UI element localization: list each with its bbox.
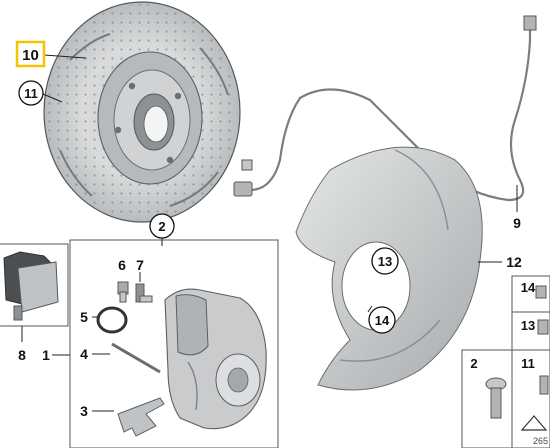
callout-3-label: 3 — [80, 403, 88, 419]
callout-12-label: 12 — [506, 254, 522, 270]
table-callout-11-label: 11 — [521, 356, 535, 371]
callout-1-label: 1 — [42, 347, 50, 363]
dust-cap — [135, 283, 153, 303]
sealing-ring — [96, 306, 128, 334]
table-callout-14: 14 — [521, 280, 547, 299]
guide-pin — [111, 342, 161, 374]
callout-13-label: 13 — [378, 254, 392, 269]
callout-7-label: 7 — [136, 257, 144, 273]
callout-10[interactable]: 10 — [15, 40, 87, 68]
callout-13[interactable]: 13 — [371, 247, 399, 275]
table-callout-13-label: 13 — [521, 318, 535, 333]
table-callout-2-label: 2 — [470, 356, 477, 371]
fastener-table — [461, 275, 550, 448]
callout-4-label: 4 — [80, 346, 88, 362]
callout-4[interactable]: 4 — [80, 346, 110, 362]
callout-7[interactable]: 7 — [136, 257, 144, 282]
callout-6-label: 6 — [118, 257, 126, 273]
callout-2[interactable]: 2 — [149, 213, 175, 246]
callout-10-label: 10 — [22, 47, 39, 64]
torque-icon — [520, 415, 548, 431]
table-callout-11: 11 — [521, 356, 549, 395]
caliper-frame — [69, 239, 279, 448]
callout-3[interactable]: 3 — [80, 403, 114, 419]
callout-11[interactable]: 11 — [18, 80, 63, 106]
callout-8[interactable]: 8 — [18, 326, 26, 363]
brake-caliper — [164, 288, 267, 430]
callout-1[interactable]: 1 — [42, 347, 70, 363]
callout-14-label: 14 — [375, 313, 390, 328]
callout-9-label: 9 — [513, 215, 521, 231]
spring-clip — [117, 397, 165, 437]
table-callout-2: 2 — [470, 356, 507, 419]
callout-11-label: 11 — [24, 86, 38, 101]
brake-disc — [43, 1, 241, 223]
callout-5-label: 5 — [80, 309, 88, 325]
callout-6[interactable]: 6 — [118, 257, 126, 273]
table-callout-14-label: 14 — [521, 280, 536, 295]
table-callout-13: 13 — [521, 318, 549, 335]
callout-14[interactable]: 14 — [367, 305, 396, 334]
callout-8-label: 8 — [18, 347, 26, 363]
callout-2-label: 2 — [158, 219, 165, 234]
bleeder-valve — [117, 281, 129, 303]
callout-12[interactable]: 12 — [478, 254, 522, 270]
drawing-number: 265 — [533, 436, 548, 446]
callout-9[interactable]: 9 — [513, 185, 521, 231]
callout-5[interactable]: 5 — [80, 309, 98, 325]
brake-pads — [0, 243, 69, 327]
